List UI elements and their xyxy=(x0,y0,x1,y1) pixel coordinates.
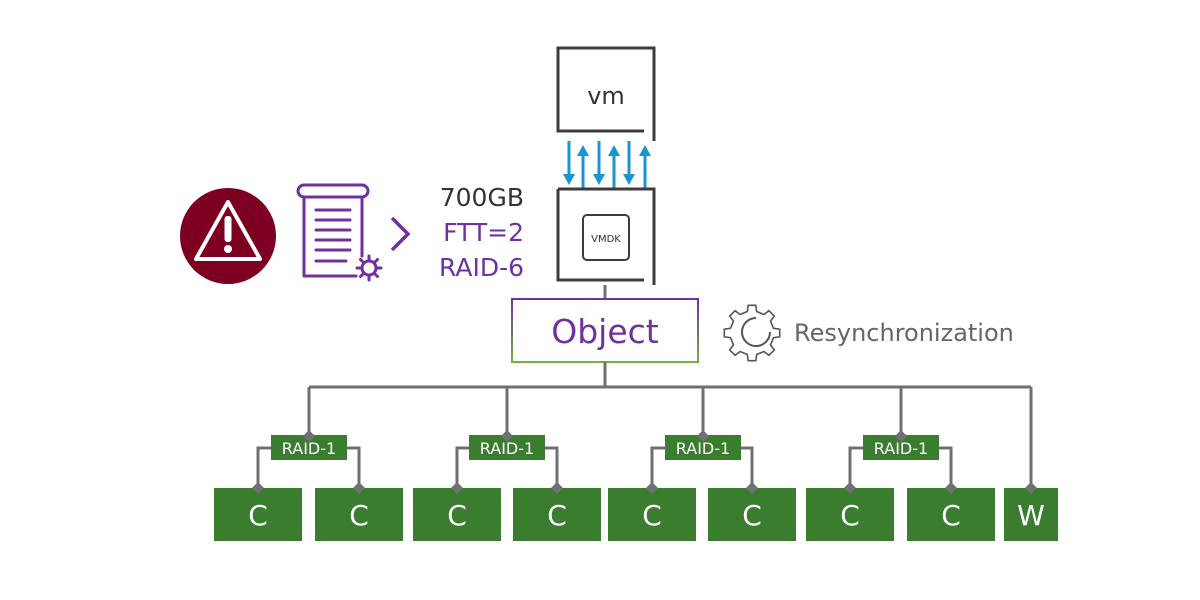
component-label: C xyxy=(840,499,860,532)
component-label: C xyxy=(742,499,762,532)
raid-label: RAID-1 xyxy=(282,439,336,458)
vmdk-label: VMDK xyxy=(591,234,621,245)
policy-document-gear-icon xyxy=(296,183,383,282)
io-arrow-down-icon xyxy=(623,141,635,185)
resync-gear-icon xyxy=(723,304,781,362)
resync-label: Resynchronization xyxy=(794,319,1014,347)
object-label: Object xyxy=(551,312,659,351)
object-box[interactable]: Object xyxy=(511,298,699,363)
component-box[interactable]: C xyxy=(214,488,302,541)
connector-node xyxy=(1025,482,1037,494)
component-label: C xyxy=(941,499,961,532)
io-arrow-up-icon xyxy=(577,145,589,189)
raid-1-label-box[interactable]: RAID-1 xyxy=(863,435,939,460)
connector-node xyxy=(697,430,709,442)
component-box[interactable]: C xyxy=(806,488,894,541)
vm-label: vm xyxy=(587,82,625,110)
warning-triangle-icon xyxy=(180,188,276,284)
connector-node xyxy=(895,430,907,442)
connector-node xyxy=(451,482,463,494)
component-label: C xyxy=(447,499,467,532)
chevron-right-icon xyxy=(390,216,411,252)
component-box[interactable]: C xyxy=(315,488,403,541)
raid-1-label-box[interactable]: RAID-1 xyxy=(665,435,741,460)
policy-capacity: 700GB xyxy=(440,183,524,212)
connector-node xyxy=(646,482,658,494)
component-box[interactable]: W xyxy=(1004,488,1058,541)
component-box[interactable]: C xyxy=(413,488,501,541)
connector-node xyxy=(551,482,563,494)
io-arrow-up-icon xyxy=(639,145,651,189)
component-box[interactable]: C xyxy=(907,488,995,541)
component-box[interactable]: C xyxy=(513,488,601,541)
component-label: C xyxy=(642,499,662,532)
connector-node xyxy=(353,482,365,494)
component-tree: RAID-1C C RAID-1C C RAID-1C C RAID-1C C W xyxy=(214,362,1058,541)
policy-raid: RAID-6 xyxy=(439,253,524,282)
io-arrows xyxy=(563,141,651,189)
connector-node xyxy=(746,482,758,494)
io-arrow-up-icon xyxy=(608,145,620,189)
raid-group: RAID-1C C xyxy=(608,387,796,541)
io-arrow-down-icon xyxy=(563,141,575,185)
connector-node xyxy=(501,430,513,442)
vmdk-disk xyxy=(582,214,630,261)
connector-node xyxy=(844,482,856,494)
vm-box: vm xyxy=(556,46,656,141)
raid-label: RAID-1 xyxy=(676,439,730,458)
component-label: W xyxy=(1017,499,1045,532)
io-arrow-down-icon xyxy=(593,141,605,185)
vmdk-container: VMDK xyxy=(556,187,656,285)
component-label: C xyxy=(349,499,369,532)
component-label: C xyxy=(547,499,567,532)
raid-label: RAID-1 xyxy=(874,439,928,458)
component-label: C xyxy=(248,499,268,532)
raid-group: RAID-1C C xyxy=(214,387,403,541)
component-box[interactable]: C xyxy=(608,488,696,541)
component-box[interactable]: C xyxy=(708,488,796,541)
connector-node xyxy=(303,430,315,442)
connector-node xyxy=(945,482,957,494)
raid-group: RAID-1C C xyxy=(806,387,995,541)
witness-group: W xyxy=(1004,387,1058,541)
raid-label: RAID-1 xyxy=(480,439,534,458)
connector-node xyxy=(252,482,264,494)
raid-group: RAID-1C C xyxy=(413,387,601,541)
policy-ftt: FTT=2 xyxy=(443,218,524,247)
